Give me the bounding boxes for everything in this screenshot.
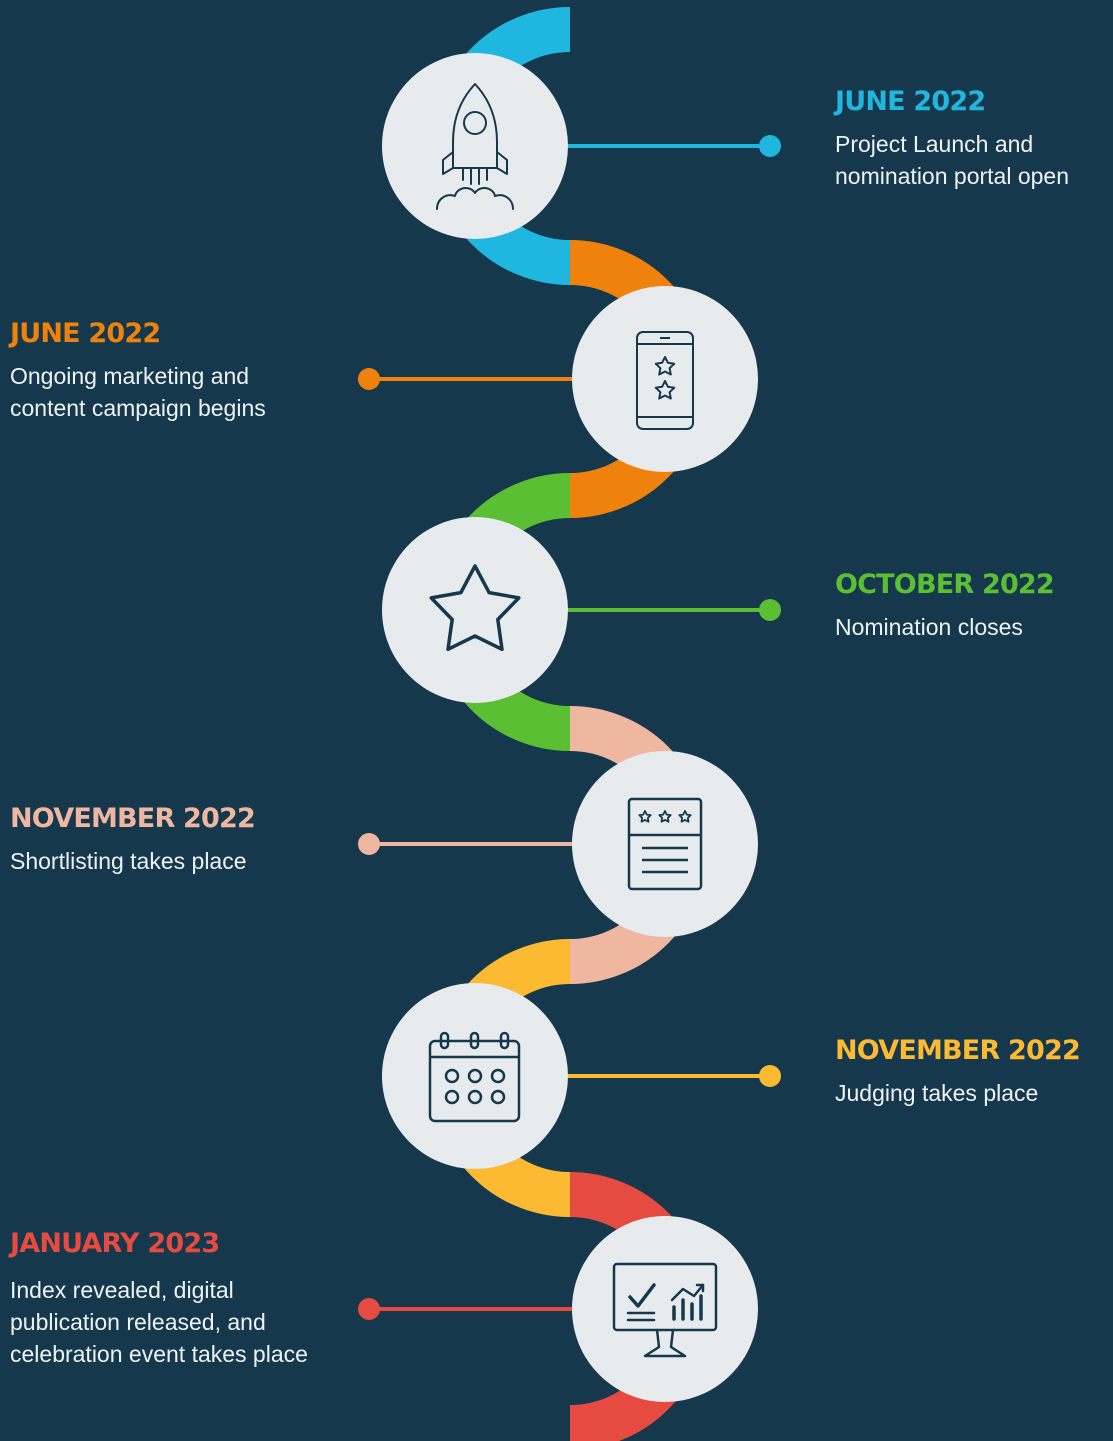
milestone-3: OCTOBER 2022 Nomination closes: [835, 569, 1055, 643]
milestone-date: NOVEMBER 2022: [835, 1035, 1081, 1066]
milestone-date: OCTOBER 2022: [835, 569, 1055, 600]
milestone-4: NOVEMBER 2022 Shortlisting takes place: [10, 803, 256, 877]
connector-dot-5: [759, 1065, 781, 1087]
connector-dot-4: [358, 833, 380, 855]
icon-disc-3: [382, 517, 568, 703]
connector-dot-3: [759, 599, 781, 621]
milestone-date: NOVEMBER 2022: [10, 803, 256, 834]
phone-stars-icon: [636, 331, 694, 430]
milestone-5: NOVEMBER 2022 Judging takes place: [835, 1035, 1081, 1109]
rating-document-icon: [627, 797, 703, 891]
milestone-date: JANUARY 2023: [10, 1228, 220, 1259]
icon-disc-1: [382, 53, 568, 239]
rocket-icon: [436, 83, 514, 210]
icon-disc-5: [382, 983, 568, 1169]
connector-dot-2: [358, 368, 380, 390]
milestone-description: Shortlisting takes place: [10, 848, 247, 874]
icon-disc-2: [572, 286, 758, 472]
monitor-chart-icon: [612, 1262, 718, 1358]
icon-disc-4: [572, 751, 758, 937]
connectors: [358, 135, 781, 1320]
icon-discs: [382, 53, 758, 1402]
milestone-date: JUNE 2022: [10, 318, 161, 349]
milestone-date: JUNE 2022: [835, 86, 986, 117]
connector-dot-6: [358, 1298, 380, 1320]
connector-dot-1: [759, 135, 781, 157]
milestone-description: Nomination closes: [835, 614, 1023, 640]
calendar-icon: [428, 1031, 521, 1123]
star-icon: [429, 564, 521, 652]
milestone-description: Judging takes place: [835, 1080, 1039, 1106]
icon-disc-6: [572, 1216, 758, 1402]
